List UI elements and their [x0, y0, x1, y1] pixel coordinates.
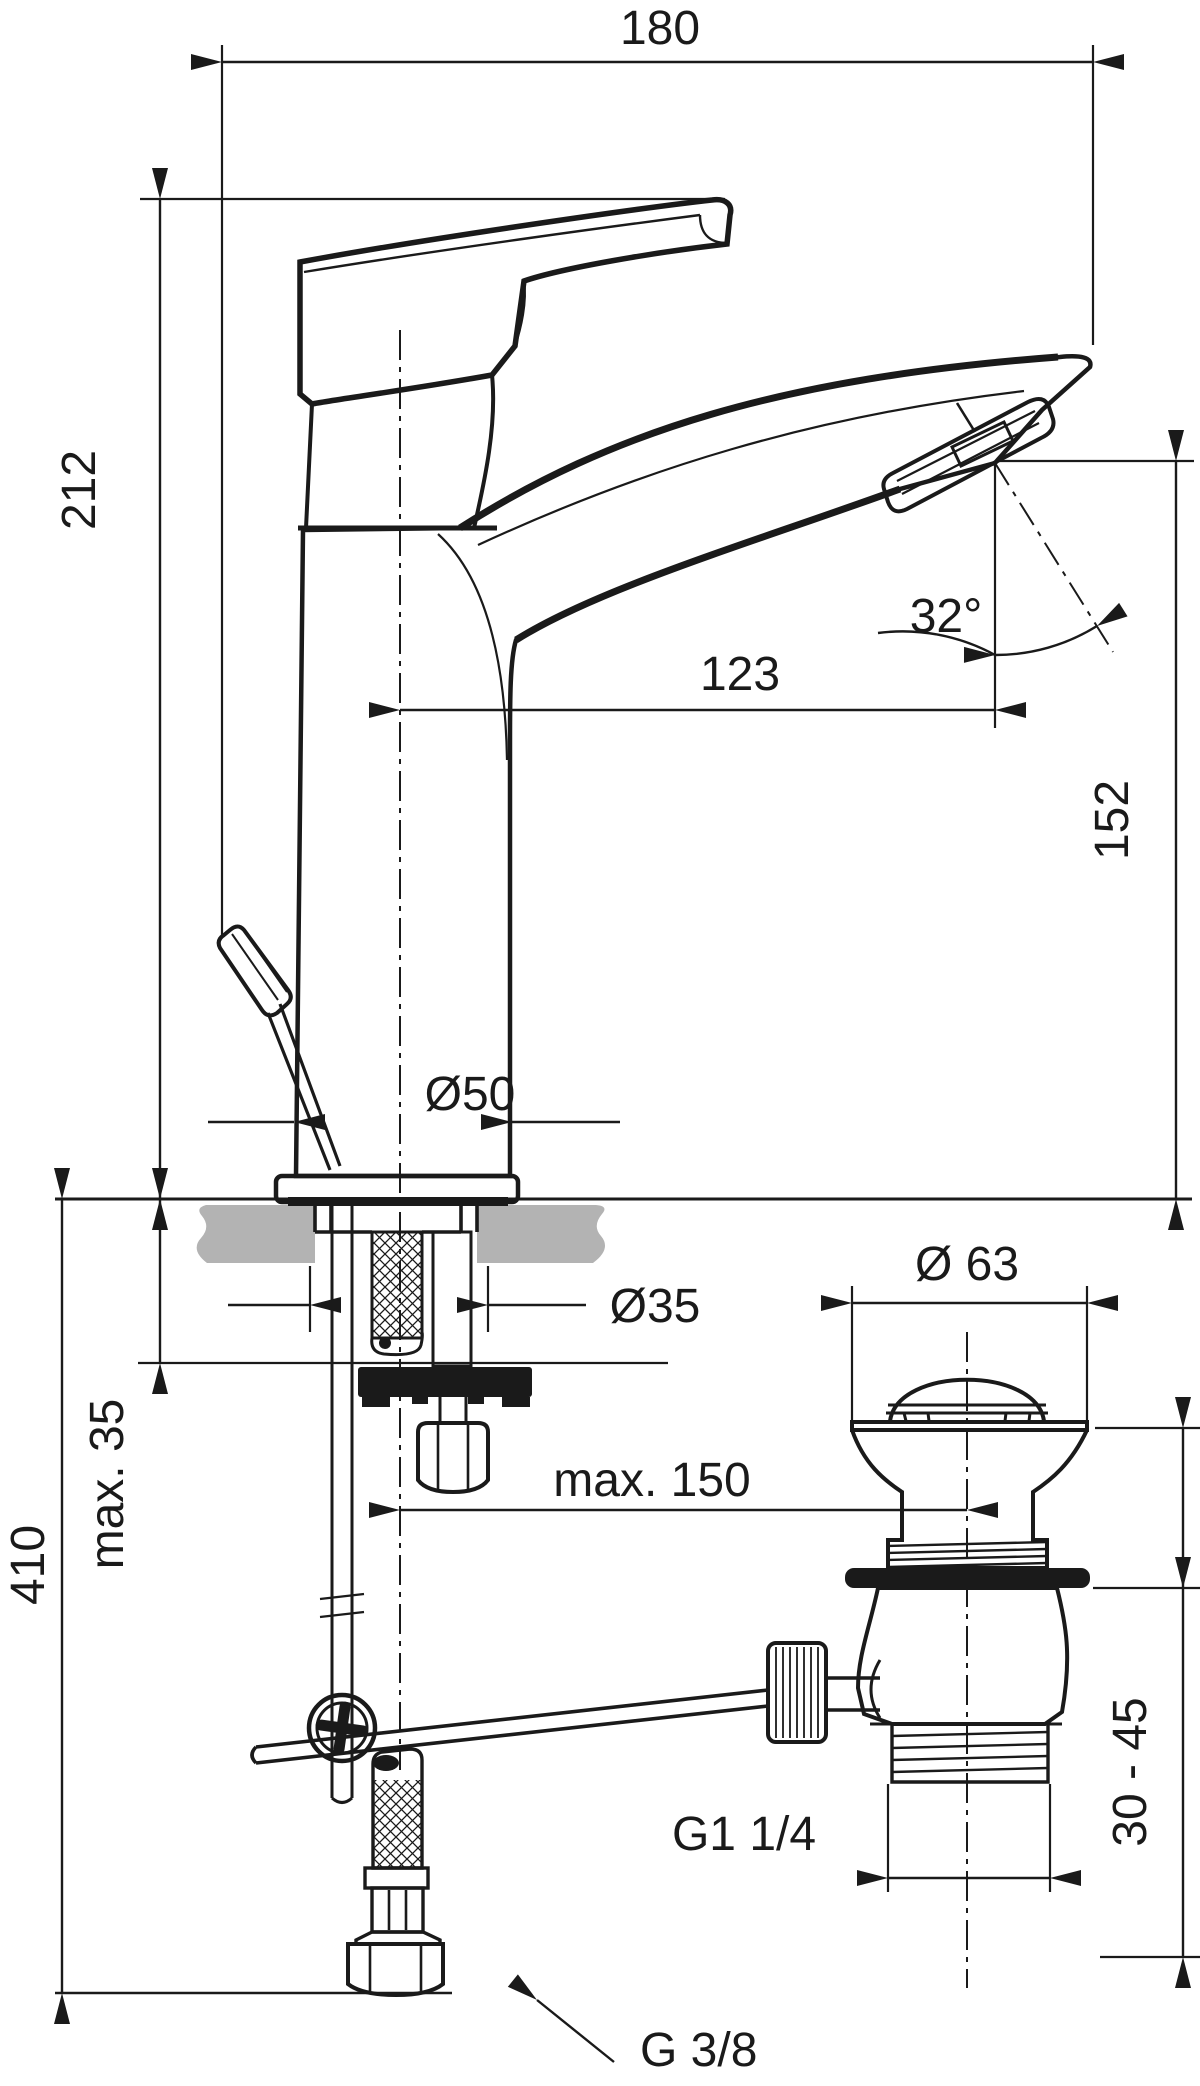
waste-funnel — [850, 1429, 1089, 1570]
label-212: 212 — [53, 450, 106, 530]
waste-lower-body — [855, 1586, 1070, 1726]
dimension-labels: 180 212 123 32° 152 Ø50 Ø35 Ø 63 max. 35… — [2, 2, 1157, 2077]
waste-thread-upper — [887, 1540, 1048, 1569]
mounting-stud-lower — [438, 1397, 468, 1423]
dim-3045-mid-arrow — [1175, 1557, 1191, 1588]
label-o63: Ø 63 — [915, 1238, 1019, 1291]
aerator-sleeve-line-1 — [896, 410, 1036, 482]
faucet-front-view — [216, 196, 1093, 1206]
cartridge-body — [303, 372, 496, 530]
faucet-column — [293, 354, 1093, 1179]
supply-hose-lower — [346, 1747, 445, 1998]
hose-lower-braid — [373, 1780, 422, 1868]
pull-rod-break-marks — [319, 1592, 365, 1619]
waste-top-flange — [850, 1420, 1089, 1432]
clamp-washer-foot-3 — [468, 1397, 484, 1404]
waste-knurled-nut — [766, 1641, 828, 1744]
hose-nut-facets — [368, 1944, 423, 1991]
leader-g38 — [507, 1974, 615, 2063]
hose-fitting — [370, 1886, 425, 1934]
waste-linkage — [250, 1688, 769, 1765]
popup-waste — [766, 1377, 1090, 1784]
dim-32-arc — [963, 602, 1128, 663]
side-lever-knob-line-1 — [231, 933, 279, 1001]
label-32deg: 32° — [910, 590, 983, 643]
aerator-sleeve — [881, 396, 1056, 514]
waste-tailpiece-thread — [890, 1724, 1050, 1784]
countertop-right — [477, 1205, 606, 1263]
aerator-sleeve-line-2 — [901, 422, 1040, 495]
label-max35: max. 35 — [81, 1399, 134, 1570]
hose-fitting-slots — [387, 1890, 408, 1930]
label-123: 123 — [700, 648, 780, 701]
handle-top-detail — [303, 213, 701, 274]
waste-connector — [826, 1676, 880, 1712]
clamp-washer-foot-1 — [362, 1397, 390, 1407]
handle-front-detail — [513, 280, 526, 347]
clamp-washer-foot-4 — [502, 1397, 530, 1407]
centerlines — [399, 330, 1114, 1988]
waste-knurl-lines — [775, 1647, 819, 1738]
label-410: 410 — [2, 1525, 55, 1605]
supply-hose-upper-braid — [372, 1232, 422, 1338]
waste-cap-rim — [886, 1403, 1048, 1422]
clamp-washer-foot-2 — [412, 1397, 428, 1404]
linkage-joint-cross — [315, 1701, 369, 1755]
label-3045: 30 - 45 — [1104, 1697, 1157, 1846]
centerline-jet-32deg — [994, 462, 1114, 653]
side-pull-lever — [216, 924, 342, 1171]
mounting-assembly — [313, 1206, 532, 1804]
waste-cap — [888, 1377, 1046, 1422]
supply-hose-end — [370, 1331, 424, 1357]
label-o35: Ø35 — [610, 1280, 701, 1333]
side-lever-stem — [266, 1003, 342, 1171]
clamp-washer — [358, 1367, 532, 1397]
side-lever-knob — [216, 924, 293, 1018]
countertop-left — [196, 1205, 315, 1263]
dimensions — [53, 54, 1191, 2063]
label-152: 152 — [1086, 780, 1139, 860]
waste-tailpiece-thread-lines — [891, 1730, 1049, 1774]
label-g114: G1 1/4 — [672, 1808, 816, 1861]
extension-lines — [55, 45, 1200, 1995]
handle-tip-detail — [698, 214, 728, 245]
label-180: 180 — [620, 2, 700, 55]
label-o50: Ø50 — [425, 1068, 516, 1121]
hose-lower-bore — [373, 1755, 399, 1771]
aerator-tick — [955, 402, 977, 433]
mounting-nut-facets — [436, 1423, 470, 1490]
aerator-insert — [950, 419, 1015, 469]
side-lever-knob-line-2 — [242, 928, 288, 993]
base-seal — [288, 1197, 508, 1206]
countertop-section — [196, 1205, 606, 1263]
spout-top-edge — [458, 353, 1059, 531]
mounting-stud-threaded — [431, 1230, 473, 1368]
spout-top-inner-line — [477, 389, 1025, 546]
linkage-joint-outer — [306, 1692, 378, 1764]
waste-gasket — [845, 1568, 1090, 1588]
waste-body-shoulder — [869, 1659, 1062, 1726]
label-g38: G 3/8 — [640, 2024, 757, 2077]
hose-lower-tube — [371, 1747, 424, 1870]
hose-nut — [346, 1942, 445, 1998]
hose-ferrule — [363, 1866, 430, 1890]
lever-handle — [297, 196, 734, 407]
mounting-shank — [313, 1206, 479, 1234]
supply-hose-oring — [379, 1337, 391, 1349]
aerator — [881, 396, 1056, 514]
spout-root-fillet — [437, 533, 509, 761]
label-max150: max. 150 — [553, 1454, 750, 1507]
spout-underside-edge — [514, 485, 902, 643]
mounting-nut — [416, 1421, 490, 1495]
